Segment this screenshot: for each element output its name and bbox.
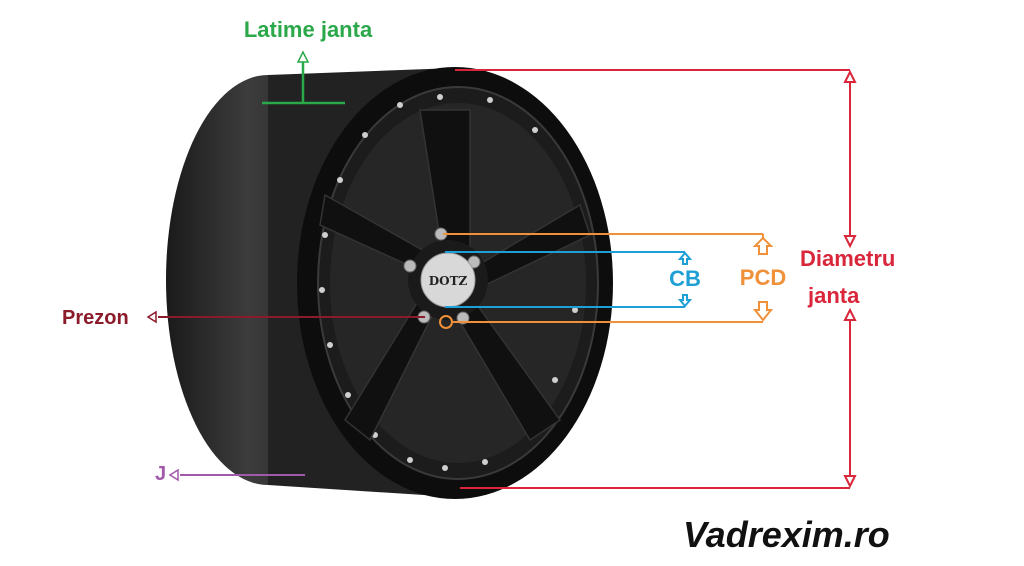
- width-annotation: [262, 50, 345, 105]
- watermark: Vadrexim.ro: [683, 514, 890, 555]
- width-label: Latime janta: [244, 17, 373, 42]
- lip-bolts: [319, 94, 578, 471]
- diameter-label-line2: janta: [807, 283, 860, 308]
- cb-label: CB: [669, 266, 701, 291]
- stud-annotation: [146, 310, 425, 324]
- cap-logo: DOTZ: [429, 274, 468, 288]
- cb-annotation: [445, 251, 693, 308]
- offset-label: J: [155, 463, 166, 485]
- wheel-image: DOTZ: [166, 67, 613, 499]
- offset-annotation: [168, 468, 305, 482]
- pcd-annotation: [439, 233, 774, 329]
- diameter-label-line1: Diametru: [800, 246, 895, 271]
- stud-label: Prezon: [62, 307, 129, 329]
- wheel-spokes: [319, 109, 591, 442]
- diameter-annotation: [455, 69, 857, 489]
- pcd-label: PCD: [740, 265, 786, 290]
